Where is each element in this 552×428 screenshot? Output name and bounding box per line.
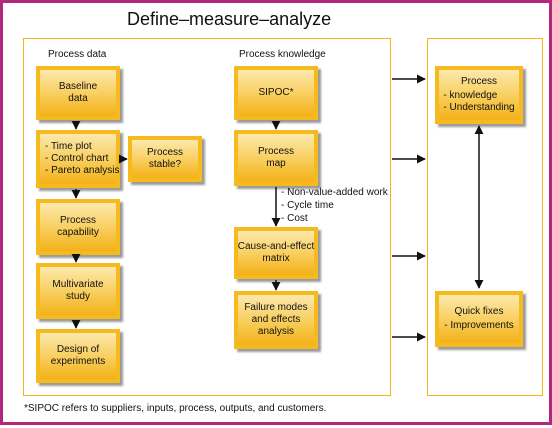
design-of-experiments-box: Design of experiments: [36, 329, 120, 383]
baseline-line-1: Baseline: [58, 81, 98, 92]
outcome-understanding-item: Understanding: [443, 102, 515, 114]
outcome-process-list: knowledge Understanding: [443, 90, 515, 114]
capability-line-2: capability: [57, 227, 99, 238]
pareto-analysis-item: Pareto analysis: [45, 165, 119, 177]
note-non-value-added: - Non-value-added work: [281, 187, 388, 198]
control-chart-item: Control chart: [45, 153, 119, 165]
process-capability-box: Process capability: [36, 199, 120, 255]
baseline-data-box: Baseline data: [36, 66, 120, 120]
time-plot-list: Time plot Control chart Pareto analysis: [45, 141, 120, 177]
process-map-notes: - Non-value-added work - Cycle time - Co…: [281, 186, 388, 225]
failure-modes-box: Failure modes and effects analysis: [234, 291, 318, 349]
note-cost: - Cost: [281, 213, 308, 224]
process-knowledge-outcome-box: Process knowledge Understanding: [435, 66, 523, 124]
quick-fixes-box: Quick fixes Improvements: [435, 291, 523, 347]
cause-effect-line-2: matrix: [262, 253, 290, 264]
outcome-process-title: Process: [460, 76, 498, 87]
diagram-title: Define–measure–analyze: [127, 9, 332, 29]
time-plot-box: Time plot Control chart Pareto analysis: [36, 130, 120, 188]
stable-line-1: Process: [146, 147, 184, 158]
design-line-2: experiments: [50, 356, 106, 367]
sipoc-box: SIPOC*: [234, 66, 318, 120]
fmea-line-3: analysis: [257, 326, 295, 337]
multivariate-line-2: study: [66, 291, 90, 302]
map-line-1: Process: [257, 146, 295, 157]
connector-layer: [71, 74, 484, 342]
quick-fixes-list: Improvements: [444, 320, 513, 332]
sipoc-label: SIPOC*: [258, 87, 294, 98]
time-plot-item: Time plot: [45, 141, 119, 153]
design-line-1: Design of: [56, 344, 100, 355]
process-map-box: Process map: [234, 130, 318, 186]
main-frame: [23, 38, 391, 396]
quick-fixes-title: Quick fixes: [454, 306, 504, 317]
cause-effect-matrix-box: Cause-and-effect matrix: [234, 227, 318, 279]
baseline-line-2: data: [68, 93, 88, 104]
capability-line-1: Process: [59, 215, 97, 226]
multivariate-line-1: Multivariate: [52, 279, 104, 290]
process-stable-box: Process stable?: [128, 136, 202, 182]
fmea-line-2: and effects: [251, 314, 301, 325]
note-cycle-time: - Cycle time: [281, 200, 334, 211]
sipoc-footnote: *SIPOC refers to suppliers, inputs, proc…: [24, 403, 327, 414]
outcomes-frame: [427, 38, 543, 396]
multivariate-study-box: Multivariate study: [36, 263, 120, 319]
cause-effect-line-1: Cause-and-effect: [237, 241, 315, 252]
map-line-2: map: [266, 158, 286, 169]
fmea-line-1: Failure modes: [244, 302, 308, 313]
outcome-knowledge-item: knowledge: [443, 90, 514, 102]
process-knowledge-label: Process knowledge: [239, 49, 326, 60]
stable-line-2: stable?: [148, 159, 182, 170]
process-data-label: Process data: [48, 49, 107, 60]
improvements-item: Improvements: [444, 320, 513, 332]
